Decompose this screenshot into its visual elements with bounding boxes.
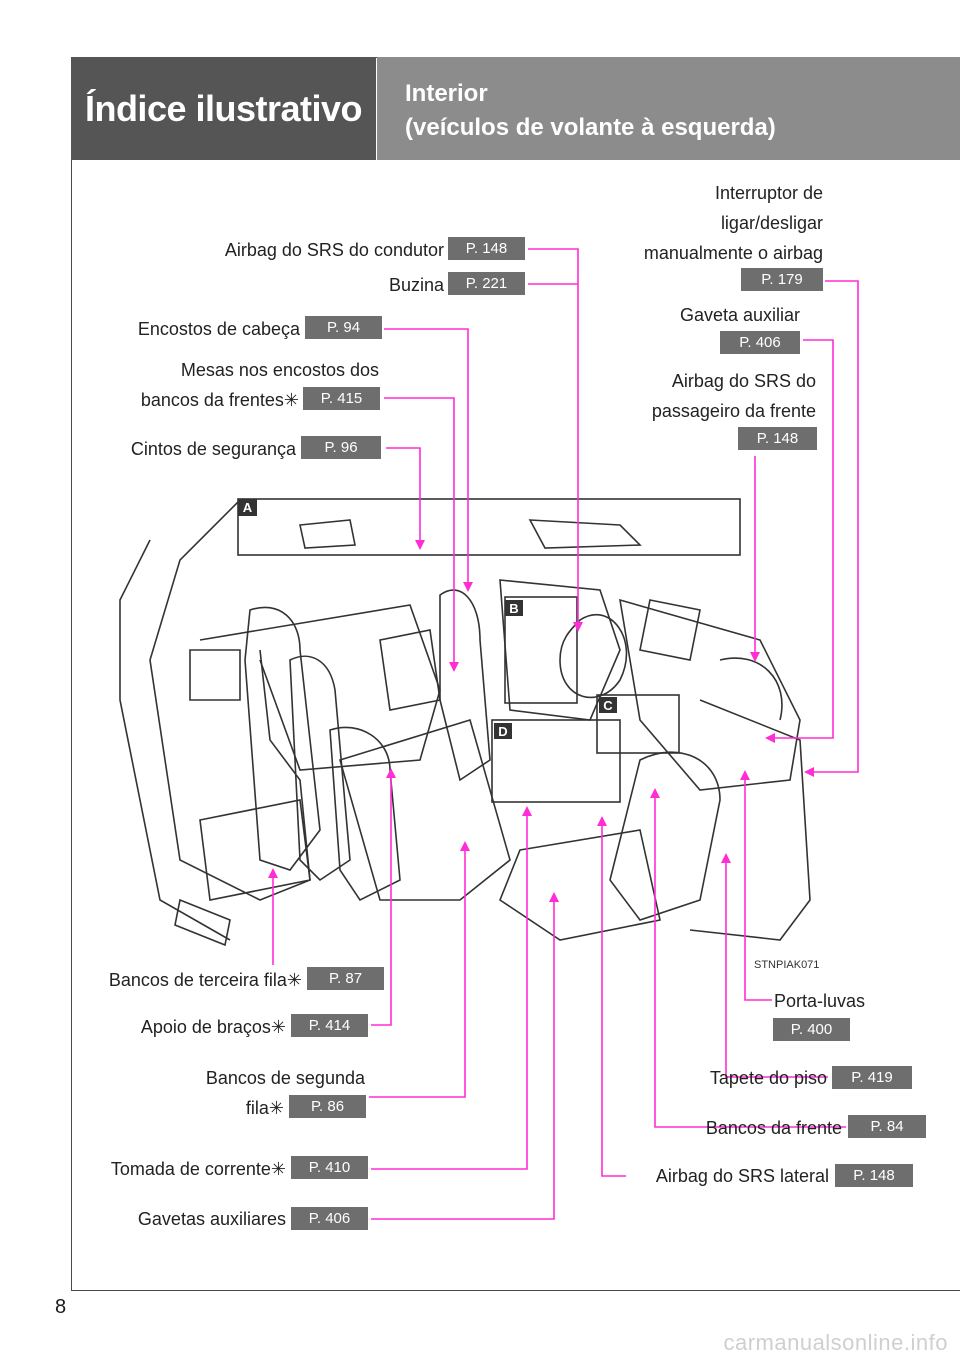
subtitle-line1: Interior — [405, 80, 488, 107]
label-interruptor-line2: ligar/desligar — [720, 213, 823, 233]
label-gaveta-auxiliar: Gaveta auxiliar — [679, 305, 800, 325]
pageref-buzina[interactable]: P. 221 — [448, 272, 525, 295]
pageref-airbag-condutor[interactable]: P. 148 — [448, 237, 525, 260]
pageref-bancos-segunda[interactable]: P. 86 — [289, 1095, 366, 1118]
pageref-encostos-cabeca[interactable]: P. 94 — [305, 316, 382, 339]
label-airbag-lateral: Airbag do SRS lateral — [655, 1166, 829, 1186]
svg-text:D: D — [498, 724, 507, 739]
label-interruptor-line1: Interruptor de — [714, 183, 823, 203]
label-apoio-bracos: Apoio de braços✳ — [140, 1017, 286, 1037]
pageref-gavetas-auxiliares[interactable]: P. 406 — [291, 1207, 368, 1230]
label-bancos-segunda-line2: fila✳ — [245, 1098, 284, 1118]
section-title: Índice ilustrativo — [84, 87, 363, 129]
svg-text:C: C — [603, 698, 613, 713]
figure-code: STNPIAK071 — [754, 959, 820, 971]
subtitle-box: Interior (veículos de volante à esquerda… — [377, 57, 960, 160]
label-mesas-line2: bancos da frentes✳ — [140, 390, 299, 410]
pageref-bancos-terceira[interactable]: P. 87 — [307, 967, 384, 990]
label-airbag-passageiro-line1: Airbag do SRS do — [671, 371, 816, 391]
svg-text:A: A — [243, 500, 253, 515]
watermark: carmanualsonline.info — [723, 1330, 948, 1355]
label-buzina: Buzina — [388, 275, 444, 295]
pageref-bancos-frente[interactable]: P. 84 — [848, 1115, 926, 1138]
pageref-apoio-bracos[interactable]: P. 414 — [291, 1014, 368, 1037]
car-interior-drawing — [119, 499, 811, 947]
svg-text:B: B — [509, 601, 518, 616]
pageref-airbag-lateral[interactable]: P. 148 — [835, 1164, 913, 1187]
pageref-cintos[interactable]: P. 96 — [301, 436, 381, 459]
pageref-tapete[interactable]: P. 419 — [832, 1066, 912, 1089]
page-number: 8 — [55, 1296, 67, 1318]
pageref-porta-luvas[interactable]: P. 400 — [773, 1018, 850, 1041]
pageref-gaveta-auxiliar[interactable]: P. 406 — [720, 331, 800, 354]
label-interruptor-line3: manualmente o airbag — [643, 243, 823, 263]
leader-lines — [268, 248, 859, 1220]
label-gavetas-auxiliares: Gavetas auxiliares — [137, 1209, 286, 1229]
label-tomada: Tomada de corrente✳ — [110, 1159, 286, 1179]
label-encostos-cabeca: Encostos de cabeça — [137, 319, 300, 339]
pageref-mesas[interactable]: P. 415 — [303, 387, 380, 410]
label-bancos-frente: Bancos da frente — [705, 1118, 842, 1138]
label-cintos: Cintos de segurança — [130, 439, 296, 459]
inset-b: B — [504, 596, 578, 704]
inset-c: C — [596, 694, 680, 754]
label-bancos-segunda-line1: Bancos de segunda — [205, 1068, 365, 1088]
label-tapete: Tapete do piso — [709, 1068, 827, 1088]
label-airbag-condutor: Airbag do SRS do condutor — [224, 240, 444, 260]
inset-a: A — [237, 498, 741, 556]
label-porta-luvas: Porta-luvas — [774, 991, 866, 1011]
pageref-airbag-passageiro[interactable]: P. 148 — [738, 427, 817, 450]
inset-d: D — [491, 719, 621, 803]
label-mesas-line1: Mesas nos encostos dos — [180, 360, 379, 380]
subtitle-line2: (veículos de volante à esquerda) — [405, 114, 776, 141]
section-title-box: Índice ilustrativo — [71, 57, 376, 160]
label-bancos-terceira: Bancos de terceira fila✳ — [108, 970, 302, 990]
pageref-interruptor[interactable]: P. 179 — [741, 268, 823, 291]
label-airbag-passageiro-line2: passageiro da frente — [651, 401, 816, 421]
pageref-tomada[interactable]: P. 410 — [291, 1156, 368, 1179]
